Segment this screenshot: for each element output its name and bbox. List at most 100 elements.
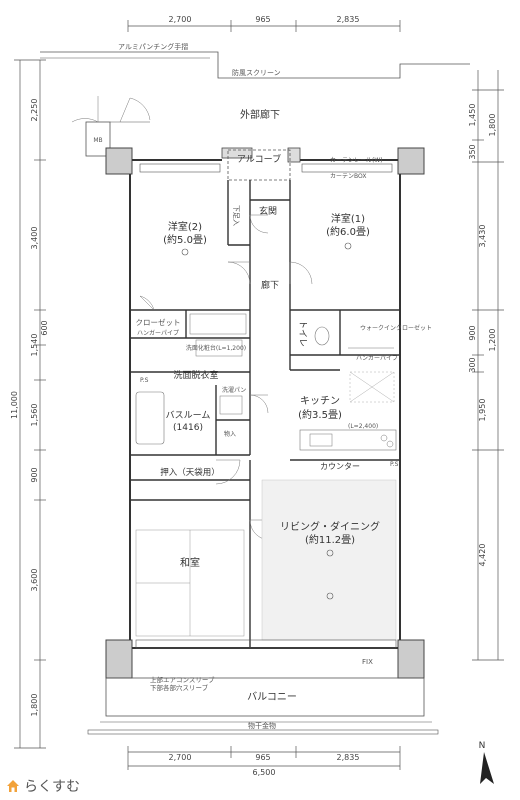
living-size: (約11.2畳) xyxy=(305,533,355,546)
counter-label: カウンター xyxy=(320,462,360,471)
left-dim-3: 1,540 xyxy=(30,334,39,357)
laundry-label: 物干金物 xyxy=(248,721,276,730)
alcove-box xyxy=(227,149,291,181)
left-dim-5: 11,000 xyxy=(10,391,19,419)
bottom-dim-total: 6,500 xyxy=(253,768,276,777)
kitchen-sink xyxy=(309,433,333,447)
bathroom-name: バスルーム xyxy=(166,410,211,421)
mb-box xyxy=(85,121,111,157)
sleeve-note: 下部各部穴スリーブ xyxy=(150,683,209,692)
hanger-pipe-label-2: ハンガーパイプ xyxy=(356,354,398,362)
living-light-2 xyxy=(326,592,334,600)
bottom-window xyxy=(135,639,397,649)
entrance-label: 玄関 xyxy=(259,205,277,217)
shoebox-label: 下足入 xyxy=(232,205,240,226)
hall-label: 廊下 xyxy=(261,279,279,291)
room2-size: (約5.0畳) xyxy=(163,233,207,246)
bottom-dim-1: 2,700 xyxy=(169,753,192,762)
ps-label-2: P.S xyxy=(390,461,399,468)
bathroom-size: (1416) xyxy=(173,423,203,433)
bottom-dimension-line xyxy=(127,746,401,770)
left-dim-2: 3,400 xyxy=(30,227,39,250)
left-dim-1: 2,250 xyxy=(30,99,39,122)
fix-label: FIX xyxy=(362,658,373,666)
kitchen-counter-unit xyxy=(299,429,397,451)
vanity-unit xyxy=(195,339,243,357)
aircon-note: 上部エアコンスリーブ xyxy=(150,675,215,684)
bottom-dim-3: 2,835 xyxy=(337,753,360,762)
pantry-cross xyxy=(349,371,395,403)
mb-door-swing xyxy=(71,96,99,123)
right-dim-1: 1,450 xyxy=(468,104,477,127)
storage-label-1: 物入 xyxy=(224,430,236,438)
hanger-pipe-label: ハンガーパイプ xyxy=(137,329,179,337)
washer-pan xyxy=(219,395,243,415)
closet-label: クローゼット xyxy=(136,317,181,327)
toilet-fixture xyxy=(314,326,330,346)
right-dim-4: 3,430 xyxy=(478,225,487,248)
pantry-cross-2 xyxy=(349,371,395,403)
external-corridor-label: 外部廊下 xyxy=(240,108,280,121)
top-windows xyxy=(139,163,393,173)
curtain-box-label: カーテンBOX xyxy=(330,173,366,180)
house-icon xyxy=(7,780,19,792)
column-top-left xyxy=(105,147,133,175)
mb-door-swing-2 xyxy=(119,97,151,123)
living-light-1 xyxy=(326,549,334,557)
left-dimension-lines xyxy=(14,59,46,749)
balcony-rail xyxy=(87,729,439,735)
top-dim-3: 2,835 xyxy=(337,15,360,24)
column-bottom-right xyxy=(397,639,425,679)
right-dim-9: 4,420 xyxy=(478,544,487,567)
ps-label-1: P.S xyxy=(140,377,149,384)
left-dim-7: 900 xyxy=(30,467,39,482)
right-dim-6: 1,200 xyxy=(488,329,497,352)
kitchen-name: キッチン xyxy=(300,395,340,407)
right-dimension-lines xyxy=(472,70,504,661)
interior-walls xyxy=(130,180,400,648)
top-dimension-line xyxy=(127,20,401,32)
kitchen-stove-2 xyxy=(386,440,394,448)
top-dim-2: 965 xyxy=(255,15,270,24)
left-dim-6: 1,560 xyxy=(30,404,39,427)
upper-storage-label: 押入（天袋用） xyxy=(160,467,220,478)
balcony-area xyxy=(105,677,425,717)
bathtub xyxy=(135,391,165,445)
room1-light xyxy=(344,242,352,250)
bottom-dim-2: 965 xyxy=(255,753,270,762)
right-dim-7: 300 xyxy=(468,357,477,372)
washroom-label: 洗面脱衣室 xyxy=(173,369,218,381)
right-dim-5: 900 xyxy=(468,325,477,340)
right-dim-3: 350 xyxy=(468,144,477,159)
column-mid-top xyxy=(221,147,253,159)
kitchen-stove-1 xyxy=(380,434,388,442)
room2-name: 洋室(2) xyxy=(168,220,202,233)
living-name: リビング・ダイニング xyxy=(280,520,380,533)
north-label: N xyxy=(479,741,486,751)
aluminium-rail-label: アルミパンチング手摺 xyxy=(118,42,188,51)
north-arrow-icon: N xyxy=(479,741,494,784)
washer-label: 洗濯パン xyxy=(222,386,246,394)
room1-size: (約6.0畳) xyxy=(326,225,370,238)
mb-label: MB xyxy=(93,137,102,144)
wash-detail-label: 洗面化粧台(L=1,200) xyxy=(186,344,246,352)
alcove-label: アルコーブ xyxy=(237,153,281,165)
brand-logo: らくすむ xyxy=(6,776,80,796)
top-dim-1: 2,700 xyxy=(169,15,192,24)
column-bottom-left xyxy=(105,639,133,679)
living-floor-area xyxy=(261,479,397,641)
kitchen-size: (約3.5畳) xyxy=(298,408,342,421)
wic-label: ウォークインクローゼット xyxy=(360,324,432,332)
left-dim-4: 600 xyxy=(40,320,49,335)
room2-light xyxy=(181,248,189,256)
column-mid-top-2 xyxy=(287,147,301,163)
closet-top-box xyxy=(189,313,247,335)
balcony-label: バルコニー xyxy=(247,691,297,703)
right-dim-8: 1,950 xyxy=(478,399,487,422)
right-dim-2: 1,800 xyxy=(488,114,497,137)
washitsu-label: 和室 xyxy=(180,556,200,569)
screen-label: 防風スクリーン xyxy=(232,68,281,77)
left-dim-8: 3,600 xyxy=(30,569,39,592)
curtain-rail-label: カーテンレール(W) xyxy=(330,157,383,164)
